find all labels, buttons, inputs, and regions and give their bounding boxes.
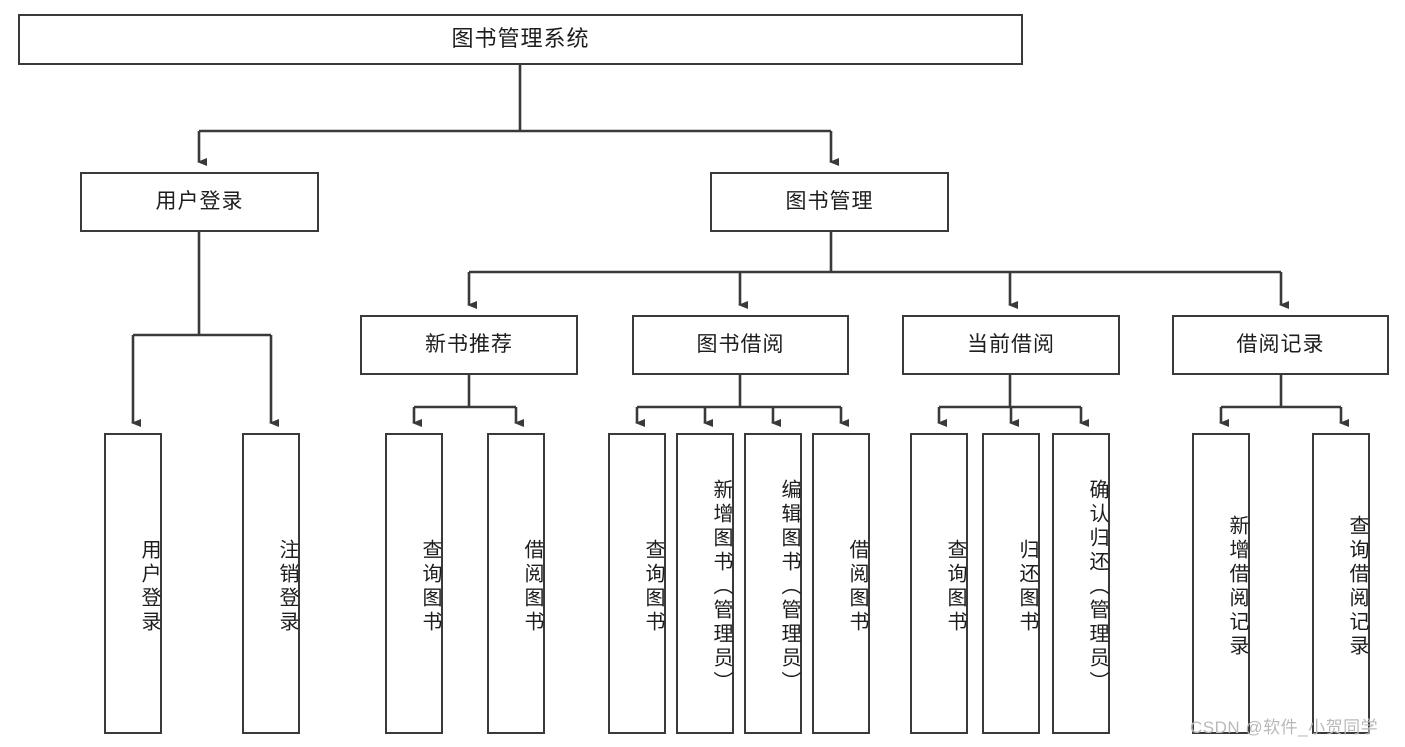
node-new-book-rec-label: 新书推荐 xyxy=(425,333,513,357)
leaf-query-record[interactable]: 查询借阅记录 xyxy=(1312,433,1370,734)
leaf-query-book-2-label: 查询图书 xyxy=(642,538,664,635)
leaf-borrow-book-1[interactable]: 借阅图书 xyxy=(487,433,545,734)
leaf-add-book[interactable]: 新增图书（管理员） xyxy=(676,433,734,734)
leaf-edit-book[interactable]: 编辑图书（管理员） xyxy=(744,433,802,734)
leaf-query-book-2[interactable]: 查询图书 xyxy=(608,433,666,734)
leaf-query-record-label: 查询借阅记录 xyxy=(1346,514,1368,659)
leaf-user-login[interactable]: 用户登录 xyxy=(104,433,162,734)
leaf-query-book-1[interactable]: 查询图书 xyxy=(385,433,443,734)
leaf-user-login-label: 用户登录 xyxy=(138,538,160,635)
node-borrow-record[interactable]: 借阅记录 xyxy=(1172,315,1389,375)
leaf-query-book-1-label: 查询图书 xyxy=(419,538,441,635)
node-book-manage-label: 图书管理 xyxy=(785,190,874,214)
leaf-add-book-label: 新增图书（管理员） xyxy=(710,478,732,695)
leaf-confirm-return[interactable]: 确认归还（管理员） xyxy=(1052,433,1110,734)
leaf-add-record[interactable]: 新增借阅记录 xyxy=(1192,433,1250,734)
leaf-return-book[interactable]: 归还图书 xyxy=(982,433,1040,734)
leaf-edit-book-label: 编辑图书（管理员） xyxy=(778,478,800,695)
node-current-borrow[interactable]: 当前借阅 xyxy=(902,315,1120,375)
node-user-login-label: 用户登录 xyxy=(155,190,244,214)
leaf-confirm-return-label: 确认归还（管理员） xyxy=(1086,478,1108,695)
csdn-watermark: CSDN @软件_小贺同学 xyxy=(1190,718,1379,737)
leaf-query-book-3-label: 查询图书 xyxy=(944,538,966,635)
node-root[interactable]: 图书管理系统 xyxy=(18,14,1023,65)
node-book-borrow-label: 图书借阅 xyxy=(696,333,785,357)
node-current-borrow-label: 当前借阅 xyxy=(967,333,1055,357)
leaf-logout-label: 注销登录 xyxy=(276,538,298,635)
node-root-label: 图书管理系统 xyxy=(451,26,590,52)
leaf-add-record-label: 新增借阅记录 xyxy=(1226,514,1248,659)
leaf-borrow-book-2[interactable]: 借阅图书 xyxy=(812,433,870,734)
node-book-borrow[interactable]: 图书借阅 xyxy=(632,315,849,375)
node-new-book-rec[interactable]: 新书推荐 xyxy=(360,315,578,375)
node-user-login[interactable]: 用户登录 xyxy=(80,172,319,232)
leaf-borrow-book-2-label: 借阅图书 xyxy=(846,538,868,635)
leaf-return-book-label: 归还图书 xyxy=(1016,538,1038,635)
leaf-logout[interactable]: 注销登录 xyxy=(242,433,300,734)
leaf-query-book-3[interactable]: 查询图书 xyxy=(910,433,968,734)
leaf-borrow-book-1-label: 借阅图书 xyxy=(521,538,543,635)
node-borrow-record-label: 借阅记录 xyxy=(1236,333,1325,357)
node-book-manage[interactable]: 图书管理 xyxy=(710,172,949,232)
